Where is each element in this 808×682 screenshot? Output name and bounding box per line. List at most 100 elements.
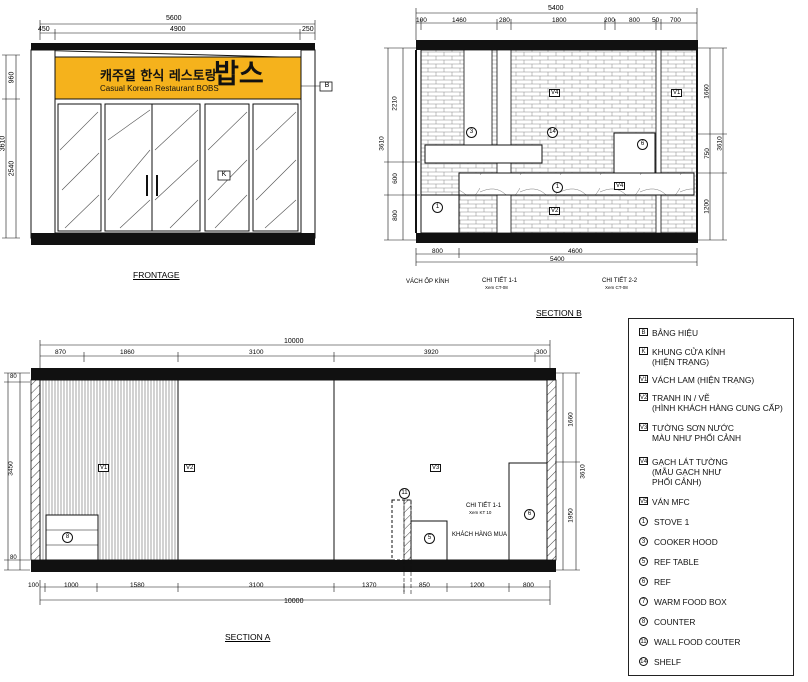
sb-dim-r2: 750 bbox=[703, 148, 711, 159]
sb-dim-a: 100 bbox=[416, 17, 427, 24]
legend-number: 6 bbox=[639, 577, 648, 586]
legend-text: GẠCH LÁT TƯỜNG (MẪU GẠCH NHƯ PHỐI CẢNH) bbox=[652, 457, 728, 487]
legend-tag: B bbox=[639, 328, 648, 336]
sa-dim-bot-total: 10000 bbox=[284, 598, 304, 605]
legend-text: KHUNG CỬA KÍNH (HIỆN TRẠNG) bbox=[652, 347, 726, 367]
sign-english-text: Casual Korean Restaurant BOBS bbox=[100, 84, 219, 93]
sb-dim-bot-c: 5400 bbox=[550, 256, 565, 263]
sa-dim-r1: 1660 bbox=[567, 412, 575, 427]
sb-dim-l1: 2210 bbox=[391, 96, 399, 111]
legend-item: 11 WALL FOOD COUTER bbox=[639, 637, 740, 647]
sa-dim-bot-d: 3100 bbox=[249, 582, 264, 589]
legend-tag: V2 bbox=[639, 393, 648, 401]
frontage-dim-v1: 960 bbox=[8, 71, 16, 84]
frontage-sign-tag: B bbox=[324, 82, 330, 89]
section-b-elevation bbox=[384, 8, 727, 266]
sa-dim-l2: 3450 bbox=[7, 461, 15, 476]
sa-tag-v2: V2 bbox=[184, 464, 196, 472]
legend-number: 1 bbox=[639, 517, 648, 526]
sa-dim-total: 10000 bbox=[284, 338, 304, 345]
legend-text: STOVE 1 bbox=[654, 517, 690, 527]
sb-dim-d: 1800 bbox=[552, 17, 567, 24]
sb-dim-l2: 600 bbox=[391, 173, 399, 184]
legend-item: V3 TƯỜNG SƠN NƯỚC MÀU NHƯ PHỐI CẢNH bbox=[639, 423, 741, 443]
sa-num-ref-table: 5 bbox=[424, 533, 435, 544]
sa-dim-bot-c: 1580 bbox=[130, 582, 145, 589]
sa-tag-v1: V1 bbox=[98, 464, 110, 472]
sa-dim-bot-f: 850 bbox=[419, 582, 430, 589]
sb-note-detail2-sub: Xem CT-08 bbox=[605, 285, 628, 290]
legend-text: BẢNG HIỆU bbox=[652, 328, 699, 338]
sb-num-ref: 6 bbox=[637, 139, 648, 150]
sa-dim-bot-a: 100 bbox=[28, 582, 39, 589]
signboard bbox=[54, 56, 302, 100]
frontage-title: FRONTAGE bbox=[133, 270, 180, 280]
sb-note-detail1: CHI TIẾT 1-1 bbox=[482, 278, 518, 284]
sb-dim-r1: 1660 bbox=[703, 84, 711, 99]
sb-dim-r4: 3610 bbox=[716, 136, 724, 151]
sa-dim-bot-b: 1000 bbox=[64, 582, 79, 589]
sa-dim-l3: 80 bbox=[10, 555, 17, 561]
legend-item: B BẢNG HIỆU bbox=[639, 328, 698, 338]
legend-panel: B BẢNG HIỆU K KHUNG CỬA KÍNH (HIỆN TRẠNG) V1… bbox=[628, 318, 794, 676]
frontage-door-tag: K bbox=[221, 171, 227, 178]
sa-dim-a: 870 bbox=[55, 349, 66, 356]
sb-tag-4: V2 bbox=[549, 207, 561, 215]
sb-dim-bot-a: 800 bbox=[432, 248, 443, 255]
legend-item: V4 GẠCH LÁT TƯỜNG (MẪU GẠCH NHƯ PHỐI CẢNH… bbox=[639, 457, 728, 487]
legend-tag: K bbox=[639, 347, 648, 355]
frontage-dim-mid: 4900 bbox=[170, 26, 186, 33]
legend-text: COUNTER bbox=[654, 617, 696, 627]
legend-text: WARM FOOD BOX bbox=[654, 597, 727, 607]
sb-dim-c: 280 bbox=[499, 17, 510, 24]
legend-text: TRANH IN / VẼ (HÌNH KHÁCH HÀNG CUNG CẤP) bbox=[652, 393, 783, 413]
sb-num-hood: 3 bbox=[466, 127, 477, 138]
sa-dim-l1: 80 bbox=[10, 374, 17, 380]
legend-item: V2 TRANH IN / VẼ (HÌNH KHÁCH HÀNG CUNG CẤ… bbox=[639, 393, 783, 413]
frontage-dim-left: 450 bbox=[38, 26, 50, 33]
sb-dim-b: 1460 bbox=[452, 17, 467, 24]
sb-dim-r3: 1200 bbox=[703, 199, 711, 214]
frontage-elevation bbox=[2, 20, 333, 245]
sb-dim-f: 800 bbox=[629, 17, 640, 24]
legend-number: 8 bbox=[639, 617, 648, 626]
sa-dim-bot-g: 1200 bbox=[470, 582, 485, 589]
legend-number: 14 bbox=[639, 657, 648, 666]
sb-num-counter: 1 bbox=[552, 182, 563, 193]
legend-text: VÁN MFC bbox=[652, 497, 690, 507]
frontage-dim-total: 5600 bbox=[166, 15, 182, 22]
sb-tag-3: V4 bbox=[614, 182, 626, 190]
sb-note-detail1-sub: Xem CT-08 bbox=[485, 285, 508, 290]
sb-dim-e: 200 bbox=[604, 17, 615, 24]
sb-num-stove: 1 bbox=[432, 202, 443, 213]
legend-text: COOKER HOOD bbox=[654, 537, 718, 547]
sb-dim-total: 5400 bbox=[548, 5, 564, 12]
legend-tag: V3 bbox=[639, 423, 648, 431]
sb-tag-2: V1 bbox=[671, 89, 683, 97]
legend-tag: V4 bbox=[639, 457, 648, 465]
sa-num-counter: 8 bbox=[62, 532, 73, 543]
legend-tag: V5 bbox=[639, 497, 648, 505]
legend-text: TƯỜNG SƠN NƯỚC MÀU NHƯ PHỐI CẢNH bbox=[652, 423, 742, 443]
frontage-dim-v2: 2540 bbox=[8, 160, 16, 177]
sb-dim-l4: 3610 bbox=[378, 136, 386, 151]
legend-number: 11 bbox=[639, 637, 648, 646]
legend-text: WALL FOOD COUTER bbox=[654, 637, 741, 647]
legend-item: K KHUNG CỬA KÍNH (HIỆN TRẠNG) bbox=[639, 347, 725, 367]
sa-dim-r2: 3610 bbox=[579, 464, 587, 479]
sb-dim-l3: 800 bbox=[391, 210, 399, 221]
sb-num-shelf: 14 bbox=[547, 127, 558, 138]
legend-item: 1 STOVE 1 bbox=[639, 517, 689, 527]
sb-dim-g: 50 bbox=[652, 17, 660, 24]
sa-dim-c: 3100 bbox=[249, 349, 264, 356]
sa-note-detail-sub: Xem KT 10 bbox=[469, 510, 492, 515]
legend-text: VÁCH LAM (HIỆN TRẠNG) bbox=[652, 375, 755, 385]
section-a-title: SECTION A bbox=[225, 632, 271, 642]
